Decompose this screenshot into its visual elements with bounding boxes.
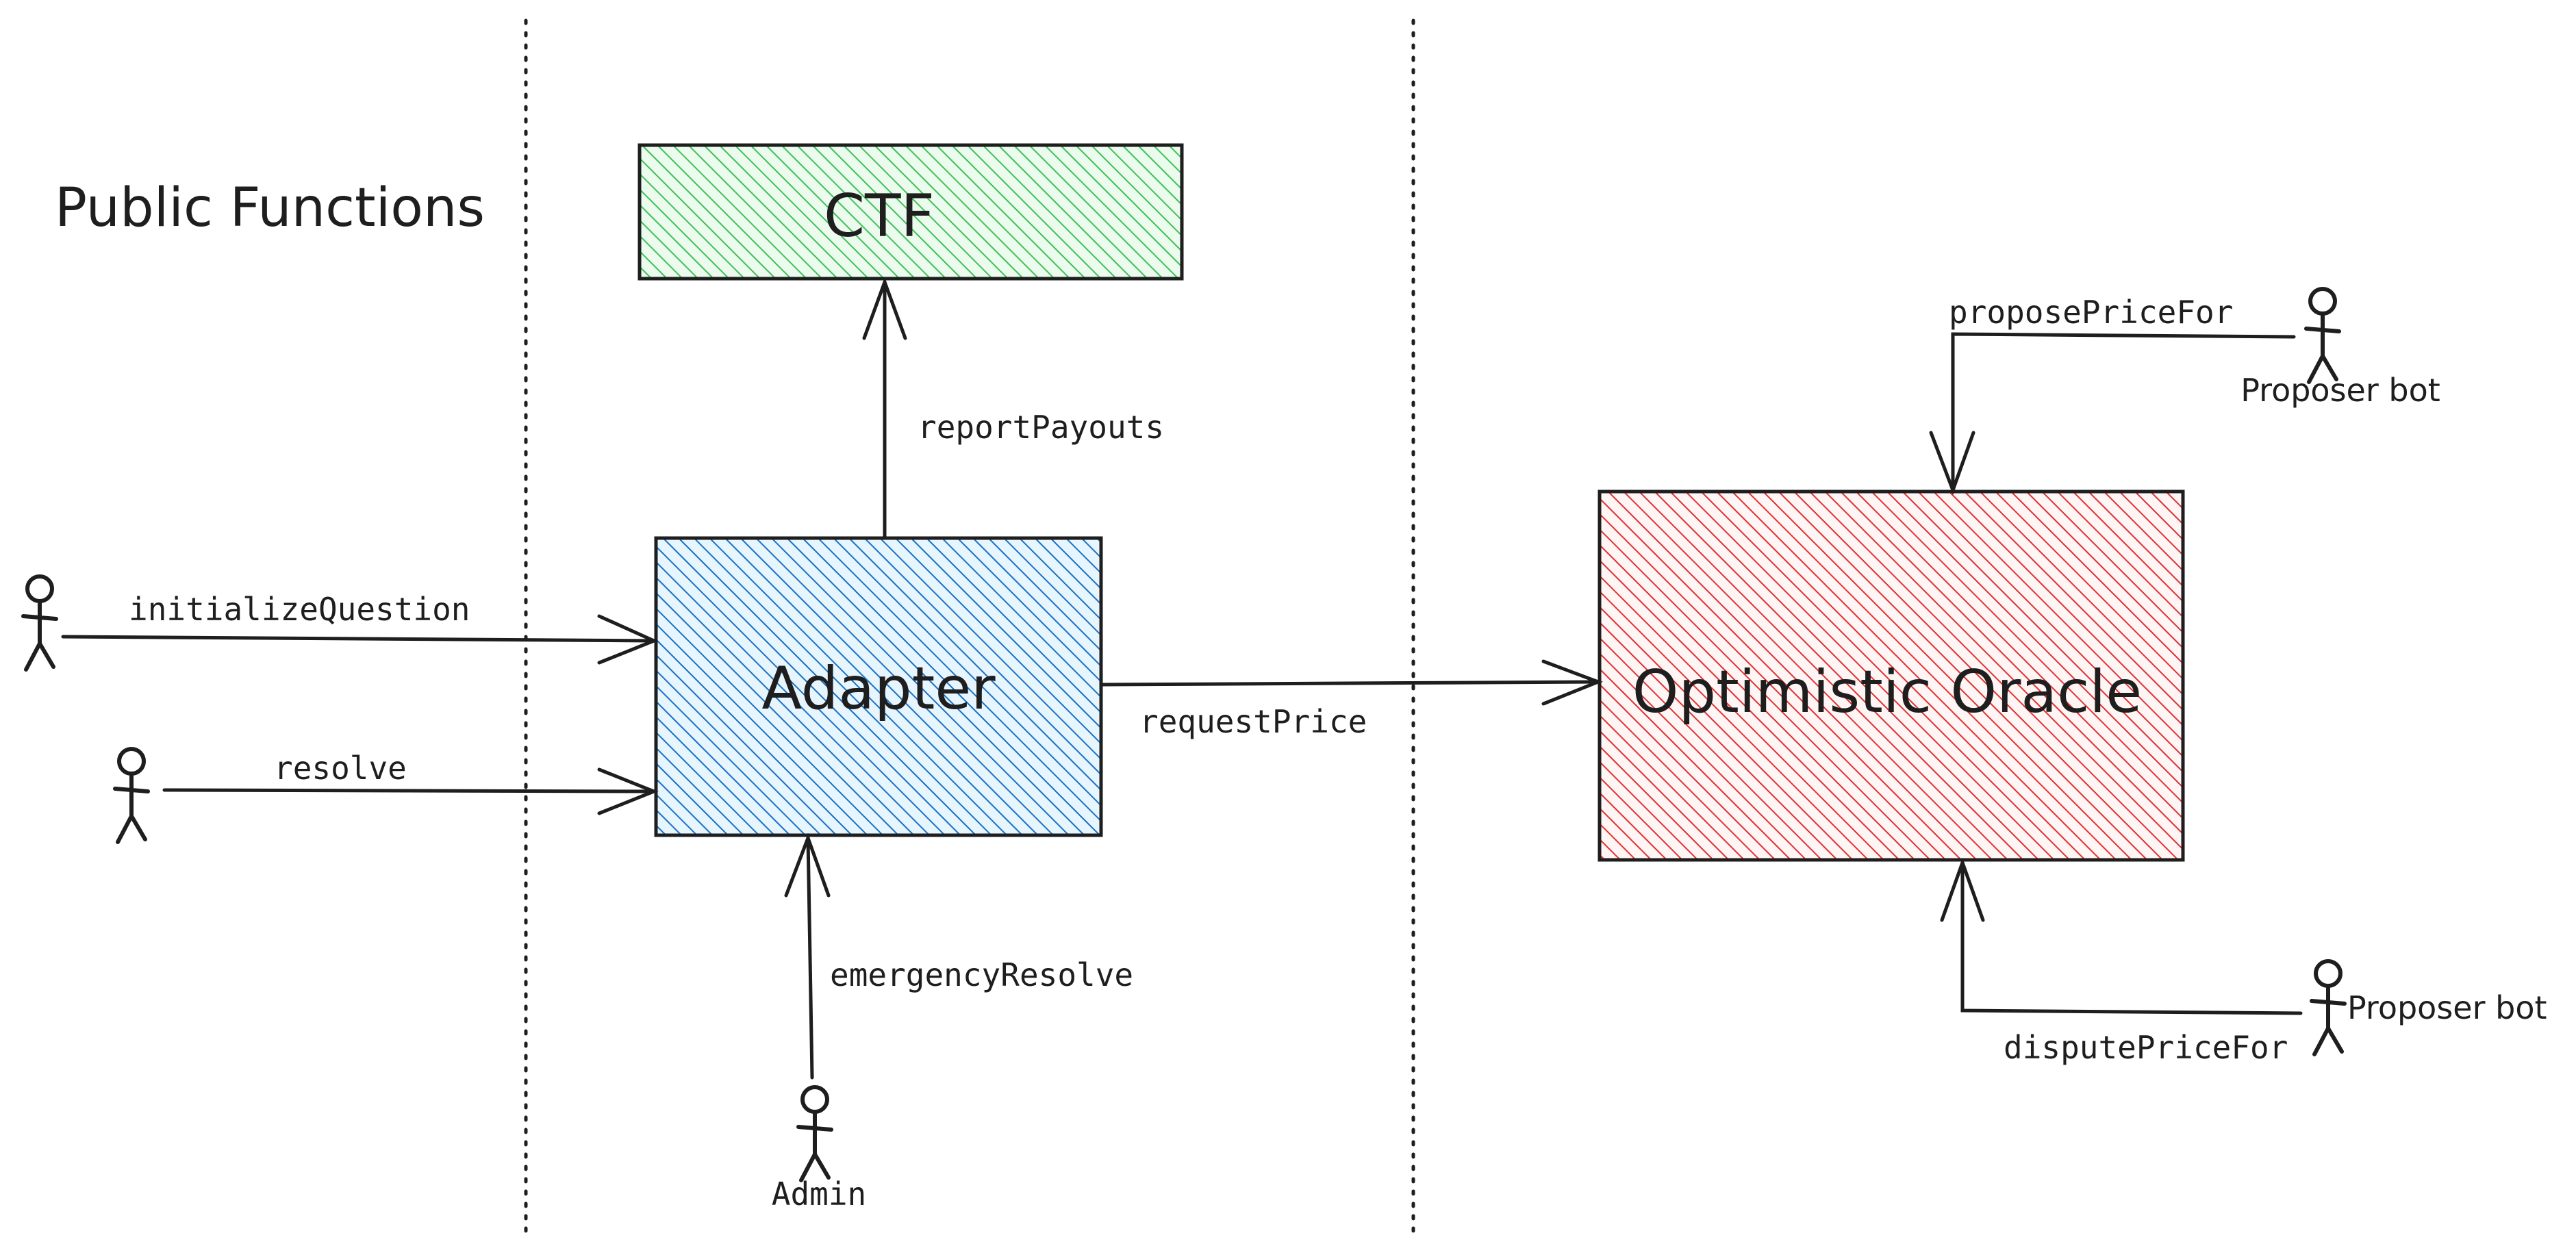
initialize-question-label: initializeQuestion [129, 591, 470, 628]
proposer-bot-top-icon [2304, 287, 2341, 384]
propose-price-label: proposePriceFor [1949, 294, 2233, 331]
admin-label: Admin [772, 1175, 866, 1212]
oracle-node[interactable]: Optimistic Oracle [1598, 489, 2185, 862]
ctf-node[interactable]: CTF [637, 143, 1184, 281]
ctf-label: CTF [824, 182, 935, 251]
proposer-bot-top-label: Proposer bot [2240, 372, 2440, 409]
initialize-question-arrow [61, 614, 659, 665]
report-payouts-label: reportPayouts [918, 409, 1164, 446]
propose-price-arrow [1929, 332, 2296, 496]
dispute-price-arrow [1940, 857, 2303, 1015]
admin-icon [796, 1085, 833, 1182]
resolve-label: resolve [274, 750, 407, 787]
proposer-bot-bottom-label: Proposer bot [2347, 989, 2547, 1026]
adapter-label: Adapter [761, 654, 996, 723]
proposer-bot-bottom-icon [2310, 959, 2347, 1056]
adapter-node[interactable]: Adapter [654, 536, 1103, 837]
dispute-price-label: disputePriceFor [2004, 1029, 2288, 1066]
request-price-arrow [1100, 659, 1603, 706]
emergency-resolve-arrow [784, 832, 831, 1080]
request-price-label: requestPrice [1139, 703, 1367, 740]
resolve-arrow [162, 767, 659, 815]
page-title: Public Functions [55, 177, 485, 239]
user-icon [21, 574, 58, 672]
emergency-resolve-label: emergencyResolve [830, 956, 1133, 993]
report-payouts-arrow [862, 277, 907, 539]
user-icon [113, 747, 150, 844]
oracle-label: Optimistic Oracle [1632, 658, 2142, 726]
